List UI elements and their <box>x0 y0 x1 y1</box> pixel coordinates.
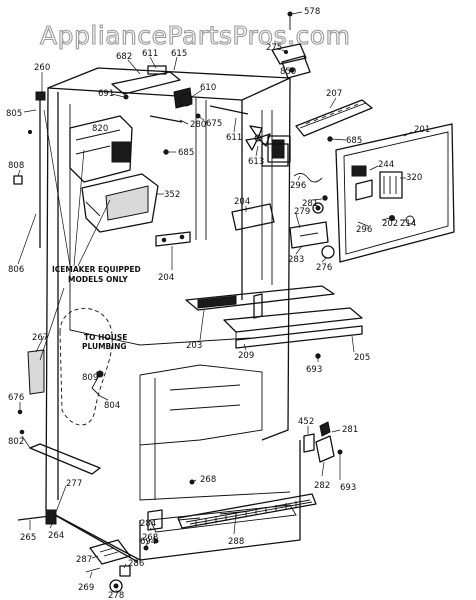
part-label-281: 281 <box>302 199 318 209</box>
shelf-assembly <box>185 203 363 359</box>
part-label-281-lower: 281 <box>342 425 358 435</box>
part-label-611: 611 <box>142 49 158 59</box>
part-label-610: 610 <box>200 83 216 93</box>
part-label-820: 820 <box>92 124 108 134</box>
part-label-615: 615 <box>171 49 187 59</box>
part-label-691: 691 <box>98 89 114 99</box>
part-label-452: 452 <box>298 417 314 427</box>
part-label-277: 277 <box>66 479 82 489</box>
icemaker-assembly <box>69 115 191 247</box>
part-label-204: 204 <box>234 197 250 207</box>
part-label-685: 685 <box>178 148 194 158</box>
part-label-267: 267 <box>32 333 48 343</box>
part-label-613: 613 <box>248 157 264 167</box>
part-label-676: 676 <box>8 393 24 403</box>
plumbing-note-line2: PLUMBING <box>82 342 127 351</box>
part-label-268-lower: 268 <box>142 533 158 543</box>
water-line <box>13 91 104 397</box>
part-label-693-lower: 693 <box>340 483 356 493</box>
part-label-288: 288 <box>228 537 244 547</box>
part-label-850: 850 <box>280 67 296 77</box>
icemaker-note-line2: MODELS ONLY <box>68 275 128 284</box>
part-label-265: 265 <box>20 533 36 543</box>
part-number-labels: 578 682 611 615 275 850 260 691 610 207 … <box>6 7 430 600</box>
part-label-244: 244 <box>378 160 394 170</box>
part-label-202: 202 <box>382 219 398 229</box>
part-label-808: 808 <box>8 161 24 171</box>
part-label-802: 802 <box>8 437 24 447</box>
part-label-805: 805 <box>6 109 22 119</box>
part-label-283: 283 <box>288 255 304 265</box>
part-label-209: 209 <box>238 351 254 361</box>
part-label-278: 278 <box>108 591 124 600</box>
part-label-320: 320 <box>406 173 422 183</box>
part-label-694: 694 <box>140 537 156 547</box>
bottom-parts <box>17 409 343 593</box>
part-label-264: 264 <box>48 531 64 541</box>
part-label-675: 675 <box>206 119 222 129</box>
part-label-279: 279 <box>294 207 310 217</box>
part-label-260: 260 <box>34 63 50 73</box>
watermark: AppliancePartsPros.com <box>40 21 350 50</box>
part-label-611-lower: 611 <box>226 133 242 143</box>
refrigerator-cabinet <box>27 67 301 563</box>
part-label-276: 276 <box>316 263 332 273</box>
part-label-806: 806 <box>8 265 24 275</box>
part-label-204-lower: 204 <box>158 273 174 283</box>
control-panel-assembly <box>261 123 455 263</box>
leader-lines <box>17 11 413 593</box>
part-label-207: 207 <box>326 89 342 99</box>
plumbing-note-line1: TO HOUSE <box>84 333 127 342</box>
part-label-682: 682 <box>116 52 132 62</box>
part-label-804: 804 <box>104 401 120 411</box>
part-label-296-lower: 296 <box>356 225 372 235</box>
part-label-275: 275 <box>266 43 282 53</box>
part-label-809: 809 <box>82 373 98 383</box>
part-label-205: 205 <box>354 353 370 363</box>
part-label-282: 282 <box>314 481 330 491</box>
part-label-269: 269 <box>78 583 94 593</box>
part-label-214: 214 <box>400 219 416 229</box>
part-label-268: 268 <box>200 475 216 485</box>
part-label-352: 352 <box>164 190 180 200</box>
part-label-280: 280 <box>190 120 206 130</box>
part-label-685-right: 685 <box>346 136 362 146</box>
part-label-286: 286 <box>128 559 144 569</box>
part-label-201: 201 <box>414 125 430 135</box>
icemaker-note-line1: ICEMAKER EQUIPPED <box>52 265 141 274</box>
part-label-693: 693 <box>306 365 322 375</box>
part-label-578: 578 <box>304 7 320 17</box>
part-label-296: 296 <box>290 181 306 191</box>
part-label-284: 284 <box>140 519 156 529</box>
part-label-203: 203 <box>186 341 202 351</box>
part-label-287: 287 <box>76 555 92 565</box>
